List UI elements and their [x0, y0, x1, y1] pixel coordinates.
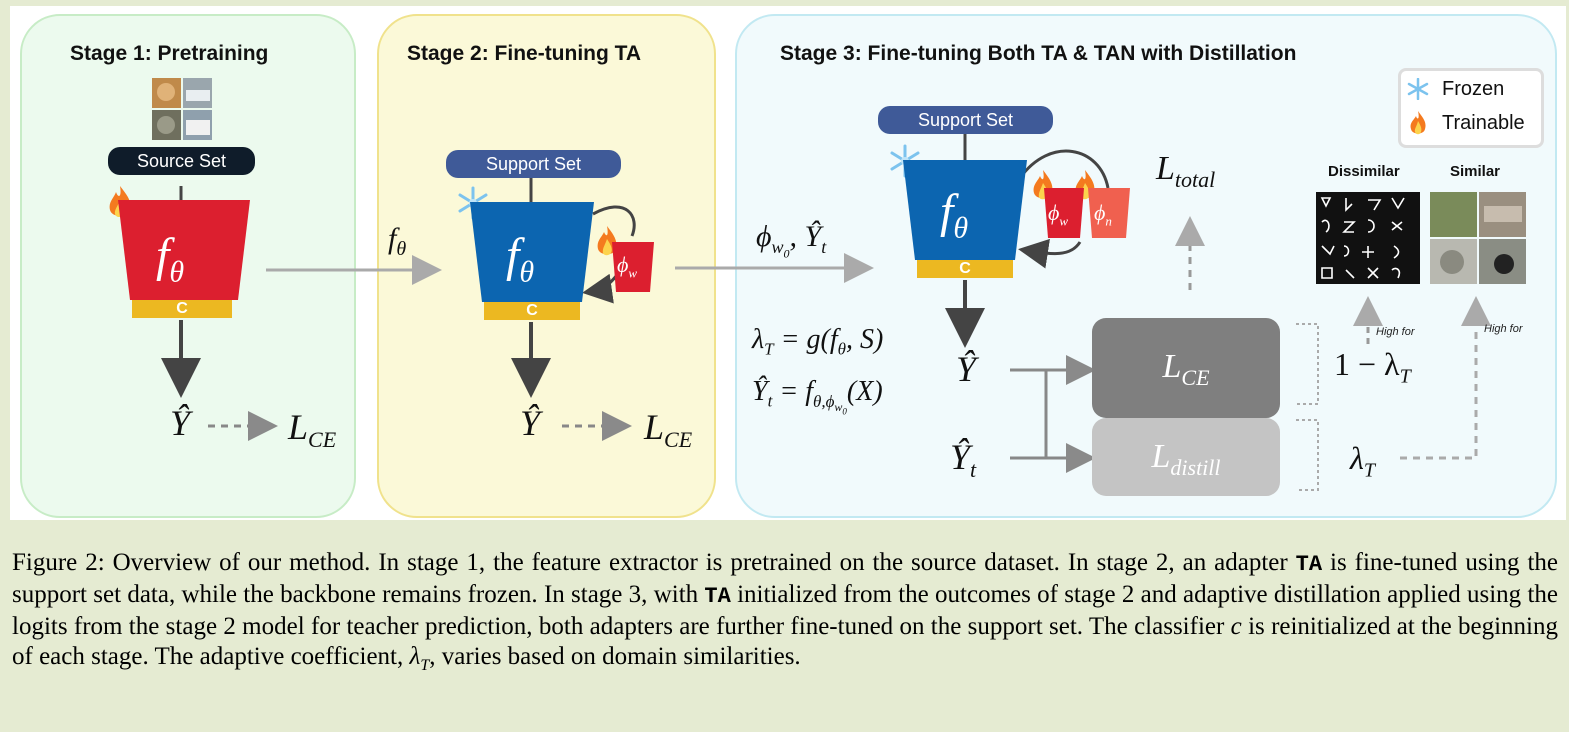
legend-frozen-label: Frozen	[1442, 78, 1505, 100]
fire-icon	[1408, 110, 1428, 141]
f-theta-transfer-label: fθ	[388, 222, 407, 260]
feature-extractor-trapezoid	[118, 200, 250, 300]
classifier-bar: C	[917, 260, 1013, 278]
one-minus-lambda-label: 1 − λT	[1334, 346, 1411, 388]
source-set-pill: Source Set	[108, 147, 255, 175]
f-theta-label: fθ	[156, 229, 185, 289]
y-hat-label: Ŷ	[520, 403, 541, 443]
dissimilar-label: Dissimilar	[1328, 163, 1400, 180]
l-ce-label: LCE	[288, 407, 337, 453]
support-set-pill: Support Set	[446, 150, 621, 178]
dissimilar-glyph-images-icon	[1316, 192, 1420, 289]
l-distill-box: Ldistill	[1092, 418, 1280, 496]
snowflake-icon	[1407, 77, 1429, 105]
l-ce-label: LCE	[644, 407, 693, 453]
stage2-title: Stage 2: Fine-tuning TA	[407, 42, 642, 65]
high-for-label: High for	[1376, 326, 1415, 338]
similar-photo-images-icon	[1430, 192, 1526, 289]
f-theta-label: fθ	[940, 185, 969, 245]
l-ce-box: LCE	[1092, 318, 1280, 418]
ta-adapter-box	[612, 242, 654, 292]
tan-adapter-box	[1088, 188, 1130, 238]
source-images-icon	[152, 78, 212, 140]
ta-code-label: TA	[704, 584, 731, 609]
similar-label: Similar	[1450, 163, 1501, 180]
y-hat-t-label: Ŷt	[950, 437, 977, 483]
f-theta-label: fθ	[506, 229, 535, 289]
connector-arrows	[161, 134, 1491, 491]
figure-caption: Figure 2: Overview of our method. In sta…	[12, 549, 1558, 674]
classifier-bar: C	[132, 300, 232, 318]
y-t-equation: Ŷt = fθ,ϕw0(X)	[752, 376, 883, 417]
phi-w-label: ϕw	[1048, 200, 1069, 229]
lambda-t-label: λT	[1350, 440, 1375, 482]
ta-adapter-box	[1044, 188, 1084, 238]
l-total-label: Ltotal	[1156, 150, 1216, 192]
high-for-label: High for	[1484, 323, 1523, 335]
figure-panel: Stage 1: Pretraining Stage 2: Fine-tunin…	[10, 6, 1566, 520]
phi-w0-yt-label: ϕw0, Ŷt	[756, 220, 827, 261]
support-set-pill: Support Set	[878, 106, 1053, 134]
legend-trainable-label: Trainable	[1442, 112, 1525, 134]
fire-icon	[594, 224, 620, 263]
stage1-title: Stage 1: Pretraining	[70, 42, 269, 65]
classifier-bar: C	[484, 302, 580, 320]
frozen-backbone-trapezoid	[470, 202, 594, 302]
frozen-backbone-trapezoid	[903, 160, 1027, 260]
phi-w-label: ϕw	[617, 252, 638, 281]
ta-code-label: TA	[1295, 552, 1323, 577]
y-hat-label: Ŷ	[170, 403, 191, 443]
stage3-title: Stage 3: Fine-tuning Both TA & TAN with …	[780, 42, 1297, 65]
lambda-equation: λT = g(fθ, S)	[752, 324, 884, 359]
y-hat-label: Ŷ	[956, 349, 977, 389]
phi-n-label: ϕn	[1094, 200, 1112, 229]
legend-box	[1398, 68, 1544, 148]
